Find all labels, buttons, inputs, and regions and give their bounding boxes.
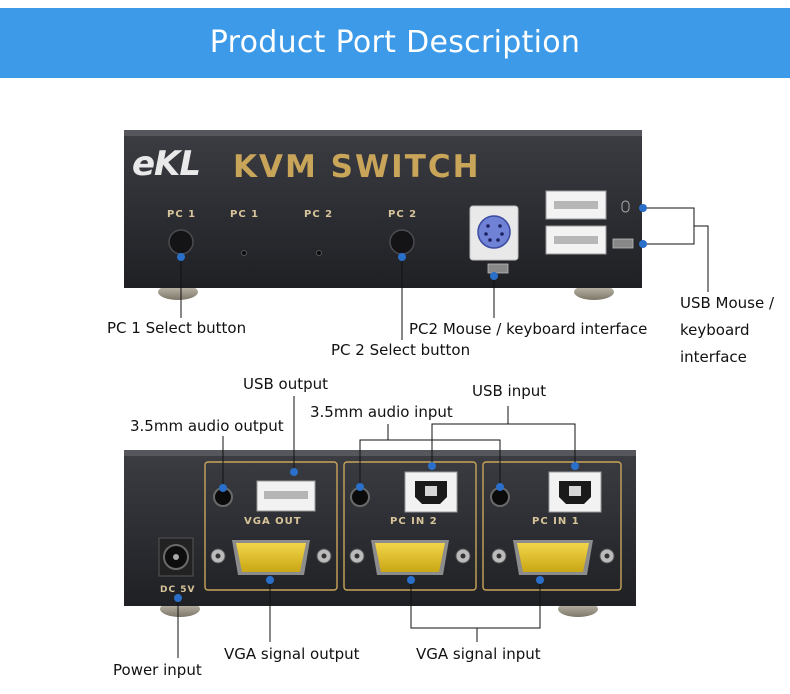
pc2-button-label: PC 2 (388, 209, 418, 220)
back-top-edge (124, 450, 636, 458)
audio-input-label: 3.5mm audio input (310, 403, 453, 421)
usb-input-label: USB input (472, 382, 547, 400)
title-banner (0, 8, 790, 78)
usb-output-label: USB output (243, 375, 329, 393)
pc1-led (241, 250, 247, 256)
usb-mouse-keyboard-label-line3: interface (680, 348, 747, 366)
callout-dots (174, 204, 647, 602)
callout-dot (536, 576, 544, 584)
vga-signal-input-label: VGA signal input (416, 645, 541, 663)
pc-in-1-bay (482, 461, 622, 591)
usb-mouse-keyboard-label-line2: keyboard (680, 321, 750, 339)
pc2-select-button (389, 229, 415, 255)
vga-out-bay (204, 461, 338, 591)
callout-dot (266, 576, 274, 584)
dc-label: DC 5V (160, 585, 196, 595)
pc2-led (316, 250, 322, 256)
keyboard-icon-right (612, 238, 634, 249)
callout-dot (428, 462, 436, 470)
pc2-select-label: PC 2 Select button (331, 341, 471, 359)
keyboard-icon (487, 263, 509, 274)
vga-input-port-pc1 (491, 540, 615, 575)
callout-dot (219, 484, 227, 492)
vga-out-label: VGA OUT (244, 516, 302, 527)
callout-dot (174, 594, 182, 602)
brand-logo: eKL (132, 144, 201, 184)
ps2-port (477, 215, 511, 249)
callout-dot (398, 253, 406, 261)
front-top-edge (124, 130, 642, 138)
pc1-select-label: PC 1 Select button (107, 319, 247, 337)
vga-input-port-pc2 (349, 540, 471, 575)
pc-in-2-label: PC IN 2 (390, 516, 438, 527)
pc1-select-button (168, 229, 194, 255)
callout-dot (639, 204, 647, 212)
callout-dot (571, 462, 579, 470)
page-title: Product Port Description (209, 25, 581, 60)
callout-dot (356, 483, 364, 491)
back-panel (124, 450, 636, 617)
audio-output-label: 3.5mm audio output (130, 417, 284, 435)
pc-in-1-label: PC IN 1 (532, 516, 580, 527)
callout-dot (490, 272, 498, 280)
vga-signal-output-label: VGA signal output (224, 645, 360, 663)
callout-dot (177, 253, 185, 261)
mouse-icon (621, 200, 630, 213)
pc1-button-label: PC 1 (167, 209, 197, 220)
pc2-mouse-keyboard-label: PC2 Mouse / keyboard interface (409, 320, 648, 338)
callout-dot (639, 240, 647, 248)
callout-dot (290, 468, 298, 476)
callout-dot (407, 576, 415, 584)
usb-mouse-keyboard-label-line1: USB Mouse / (680, 294, 775, 312)
vga-output-port (210, 540, 332, 575)
pc-in-2-bay (343, 461, 477, 591)
product-name: KVM SWITCH (233, 149, 481, 185)
power-input-label: Power input (113, 661, 202, 679)
callout-lines (177, 207, 709, 658)
pc1-led-label: PC 1 (230, 209, 260, 220)
pc2-led-label: PC 2 (304, 209, 334, 220)
front-panel (124, 130, 642, 300)
callout-dot (496, 483, 504, 491)
